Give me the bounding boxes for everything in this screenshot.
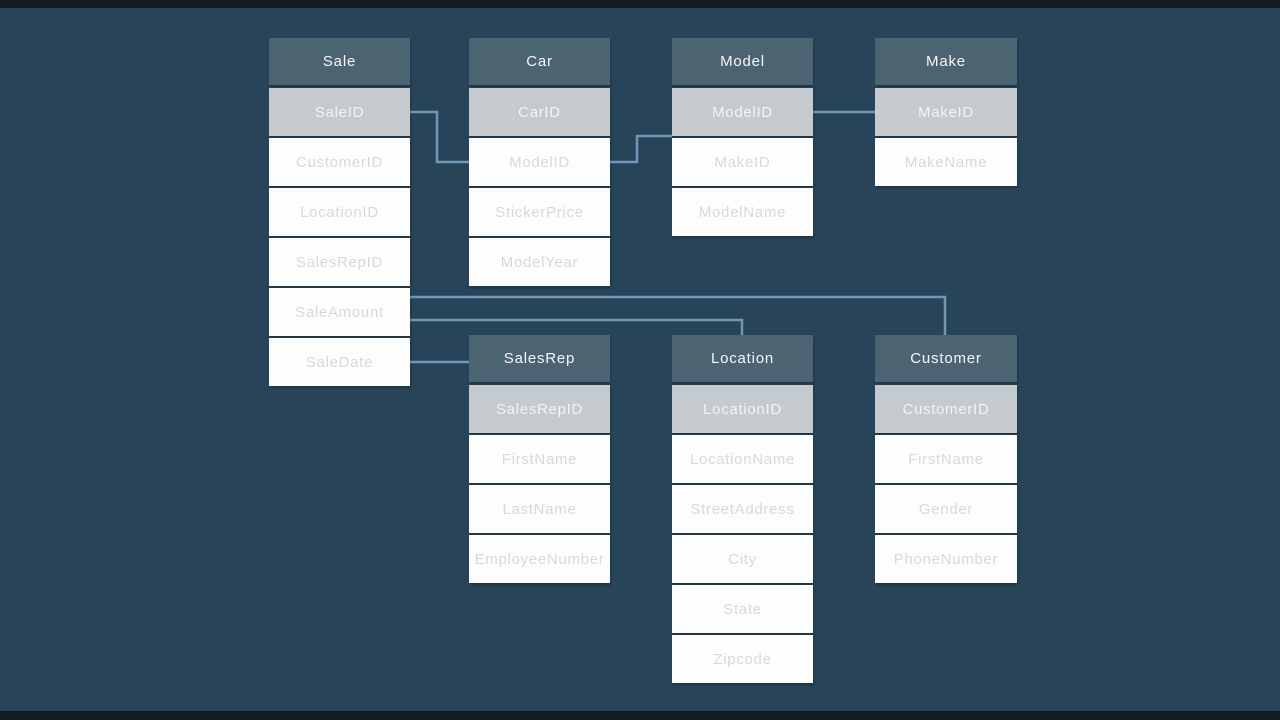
field-customer-customerid: CustomerID — [875, 385, 1017, 433]
field-customer-gender: Gender — [875, 485, 1017, 533]
field-salesrep-firstname: FirstName — [469, 435, 610, 483]
field-car-modelyear: ModelYear — [469, 238, 610, 286]
field-sale-saleamount: SaleAmount — [269, 288, 410, 336]
table-header-model: Model — [672, 38, 813, 85]
letterbox-top — [0, 0, 1280, 8]
table-header-location: Location — [672, 335, 813, 382]
field-customer-phonenumber: PhoneNumber — [875, 535, 1017, 583]
field-sale-salesrepid: SalesRepID — [269, 238, 410, 286]
field-car-stickerprice: StickerPrice — [469, 188, 610, 236]
field-model-modelname: ModelName — [672, 188, 813, 236]
table-header-make: Make — [875, 38, 1017, 85]
connector-sale-saleid-to-car-modelid — [410, 110, 469, 164]
table-header-car: Car — [469, 38, 610, 85]
field-customer-firstname: FirstName — [875, 435, 1017, 483]
field-sale-locationid: LocationID — [269, 188, 410, 236]
connector-sale-saleamount-to-location — [410, 318, 744, 336]
field-car-modelid: ModelID — [469, 138, 610, 186]
field-sale-saleid: SaleID — [269, 88, 410, 136]
table-header-salesrep: SalesRep — [469, 335, 610, 382]
connector-sale-saleamount-to-customer — [410, 295, 947, 336]
field-model-makeid: MakeID — [672, 138, 813, 186]
field-car-carid: CarID — [469, 88, 610, 136]
field-location-locationname: LocationName — [672, 435, 813, 483]
field-location-streetaddress: StreetAddress — [672, 485, 813, 533]
table-header-sale: Sale — [269, 38, 410, 85]
connector-car-modelid-to-model-modelid — [610, 134, 672, 164]
table-header-customer: Customer — [875, 335, 1017, 382]
field-location-zipcode: Zipcode — [672, 635, 813, 683]
field-sale-customerid: CustomerID — [269, 138, 410, 186]
field-salesrep-salesrepid: SalesRepID — [469, 385, 610, 433]
field-location-state: State — [672, 585, 813, 633]
field-make-makename: MakeName — [875, 138, 1017, 186]
field-sale-saledate: SaleDate — [269, 338, 410, 386]
field-salesrep-lastname: LastName — [469, 485, 610, 533]
field-location-locationid: LocationID — [672, 385, 813, 433]
field-make-makeid: MakeID — [875, 88, 1017, 136]
field-model-modelid: ModelID — [672, 88, 813, 136]
field-salesrep-employeenumber: EmployeeNumber — [469, 535, 610, 583]
letterbox-bottom — [0, 711, 1280, 720]
field-location-city: City — [672, 535, 813, 583]
